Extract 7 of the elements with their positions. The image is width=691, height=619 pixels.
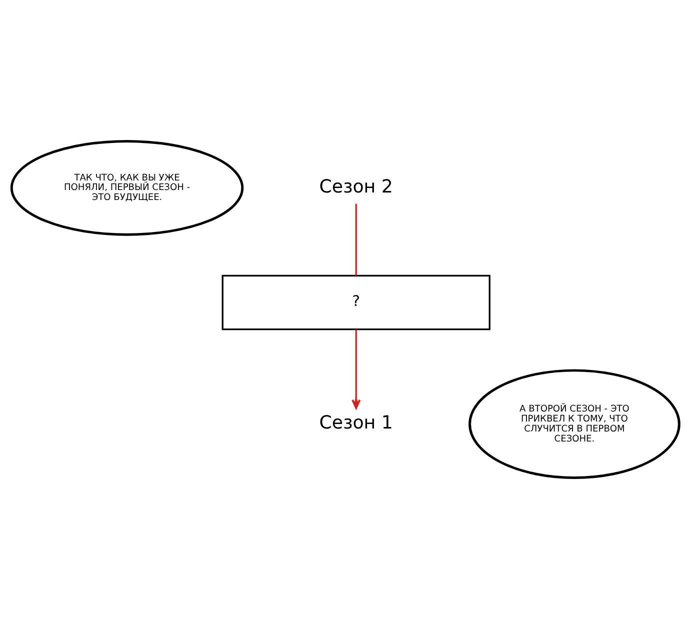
connector <box>355 204 357 276</box>
node-box: ? <box>222 274 490 330</box>
node-ellipse: А ВТОРОЙ СЕЗОН - ЭТО ПРИКВЕЛ К ТОМУ, ЧТО СЛУЧИТСЯ В ПЕРВОМ СЕЗОНЕ. <box>468 369 680 479</box>
node-text: Сезон 2 <box>319 176 393 198</box>
node-ellipse: ТАК ЧТО, КАК ВЫ УЖЕ ПОНЯЛИ, ПЕРВЫЙ СЕЗОН - ЭТО БУДУЩЕЕ. <box>10 140 244 236</box>
node-text: Сезон 1 <box>319 412 393 434</box>
arrow <box>352 329 361 410</box>
